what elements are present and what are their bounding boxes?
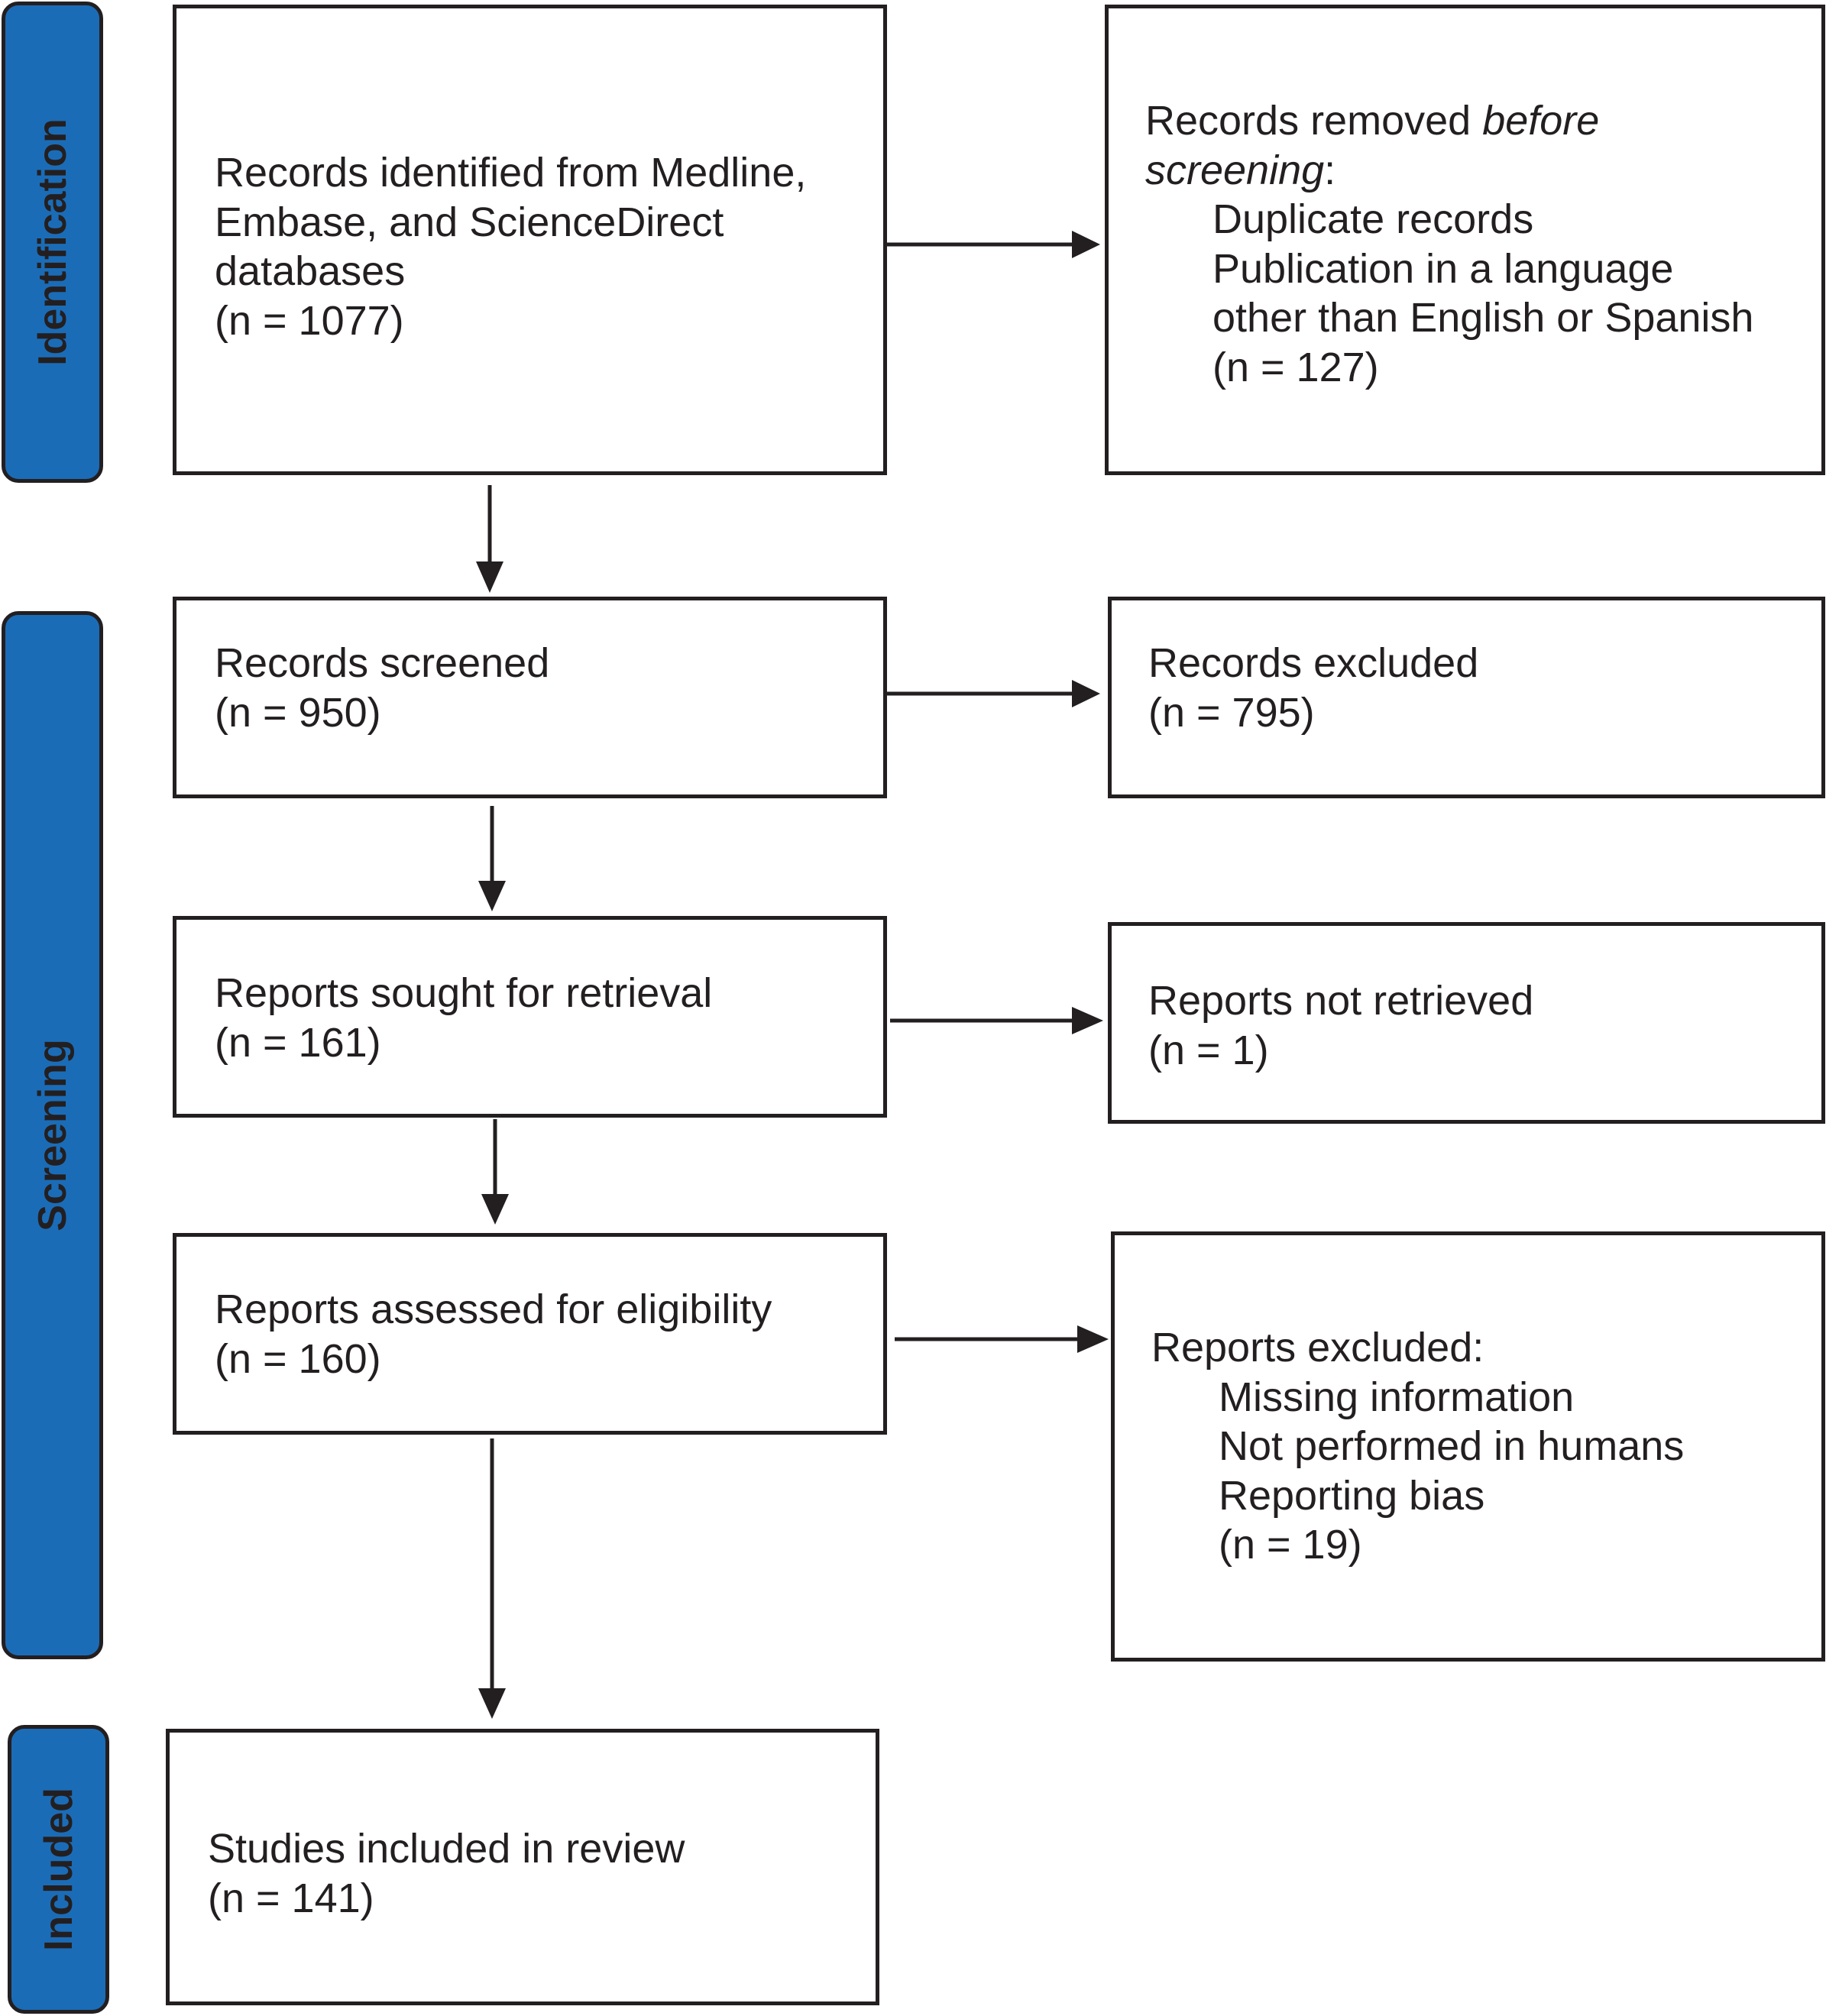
reports-assessed-count: (n = 160)	[215, 1335, 381, 1382]
reports-not-retrieved-label: Reports not retrieved	[1148, 978, 1534, 1024]
arrowhead-assessed	[481, 1194, 509, 1225]
records-removed-item-language-2: other than English or Spanish	[1212, 295, 1754, 341]
reports-not-retrieved-count: (n = 1)	[1148, 1027, 1269, 1073]
records-removed-count: (n = 127)	[1212, 344, 1379, 390]
phase-included: Included	[8, 1725, 109, 2014]
reports-sought-box: Reports sought for retrieval (n = 161)	[173, 916, 887, 1118]
records-removed-item-duplicates: Duplicate records	[1212, 196, 1534, 242]
reports-excluded-item-bias: Reporting bias	[1219, 1472, 1485, 1519]
records-removed-title: Records removed before	[1145, 98, 1600, 144]
arrowhead-excluded	[1072, 680, 1100, 707]
records-excluded-count: (n = 795)	[1148, 689, 1315, 736]
phase-identification: Identification	[2, 2, 103, 483]
arrowhead-sought	[478, 881, 506, 911]
records-excluded-label: Records excluded	[1148, 640, 1479, 686]
records-removed-box: Records removed before screening: Duplic…	[1105, 5, 1825, 475]
records-identified-line-1: Records identified from Medline,	[215, 150, 807, 196]
records-excluded-box: Records excluded (n = 795)	[1108, 597, 1825, 798]
arrowhead-included	[478, 1688, 506, 1719]
studies-included-count: (n = 141)	[208, 1875, 374, 1921]
records-identified-count: (n = 1077)	[215, 297, 404, 344]
studies-included-box: Studies included in review (n = 141)	[166, 1729, 879, 2005]
reports-excluded-item-missing: Missing information	[1219, 1374, 1575, 1420]
reports-sought-label: Reports sought for retrieval	[215, 970, 713, 1016]
arrowhead-reports-excluded	[1077, 1325, 1109, 1353]
phase-screening: Screening	[2, 611, 103, 1659]
records-screened-count: (n = 950)	[215, 689, 381, 736]
records-identified-line-2: Embase, and ScienceDirect	[215, 199, 724, 245]
arrowhead-not-retrieved	[1072, 1007, 1103, 1034]
arrowhead-removed	[1072, 231, 1100, 258]
records-screened-box: Records screened (n = 950)	[173, 597, 887, 798]
arrowhead-screened	[476, 561, 503, 593]
reports-assessed-box: Reports assessed for eligibility (n = 16…	[173, 1233, 887, 1435]
reports-assessed-label: Reports assessed for eligibility	[215, 1286, 772, 1332]
records-removed-subtitle: screening:	[1145, 147, 1336, 193]
studies-included-label: Studies included in review	[208, 1826, 685, 1872]
records-removed-item-language-1: Publication in a language	[1212, 245, 1674, 292]
reports-excluded-count: (n = 19)	[1219, 1522, 1362, 1568]
reports-sought-count: (n = 161)	[215, 1019, 381, 1066]
reports-excluded-box: Reports excluded: Missing information No…	[1111, 1231, 1825, 1662]
reports-excluded-title: Reports excluded:	[1151, 1325, 1484, 1370]
reports-excluded-item-humans: Not performed in humans	[1219, 1423, 1685, 1469]
records-identified-box: Records identified from Medline, Embase,…	[173, 5, 887, 475]
records-screened-label: Records screened	[215, 640, 550, 686]
reports-not-retrieved-box: Reports not retrieved (n = 1)	[1108, 922, 1825, 1124]
records-identified-line-3: databases	[215, 248, 406, 294]
